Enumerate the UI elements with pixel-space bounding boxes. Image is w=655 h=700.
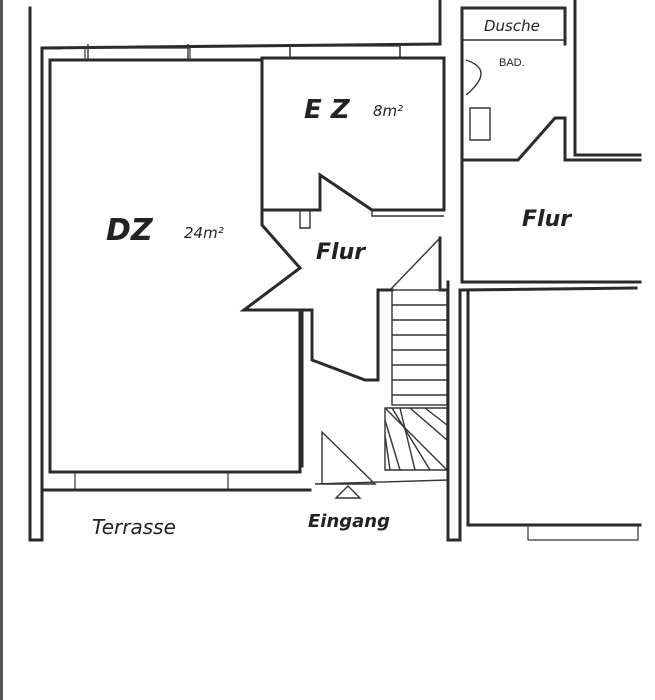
- ez-area: 8m²: [373, 102, 403, 120]
- right-top-wall: [573, 0, 642, 157]
- right-room-wall: [446, 280, 638, 542]
- top-wall-left: [40, 0, 442, 50]
- flur-right-label: Flur: [522, 207, 572, 232]
- right-room-window: [527, 525, 639, 541]
- toilet: [465, 59, 491, 141]
- entrance-marker: [334, 485, 362, 499]
- right-room-inner: [466, 288, 642, 527]
- flur-left-label: Flur: [316, 240, 366, 265]
- terrasse-label: Terrasse: [92, 515, 176, 539]
- flur-right-bottom: [460, 158, 642, 284]
- ez-label: E Z: [304, 95, 351, 125]
- eingang-label: Eingang: [308, 511, 390, 532]
- dz-area: 24m²: [184, 224, 224, 242]
- dz-label: DZ: [106, 213, 154, 248]
- ez-window: [289, 45, 401, 58]
- dz-window-top: [84, 47, 191, 60]
- flur-left-wall: [242, 288, 394, 468]
- entrance-door: [321, 430, 377, 485]
- dusche-label: Dusche: [484, 17, 540, 35]
- ez-door-stub: [299, 210, 444, 229]
- scan-edge: [0, 0, 3, 700]
- bad-label: BAD.: [499, 57, 525, 69]
- entrance-threshold: [314, 479, 449, 485]
- dusche-box: [461, 7, 566, 41]
